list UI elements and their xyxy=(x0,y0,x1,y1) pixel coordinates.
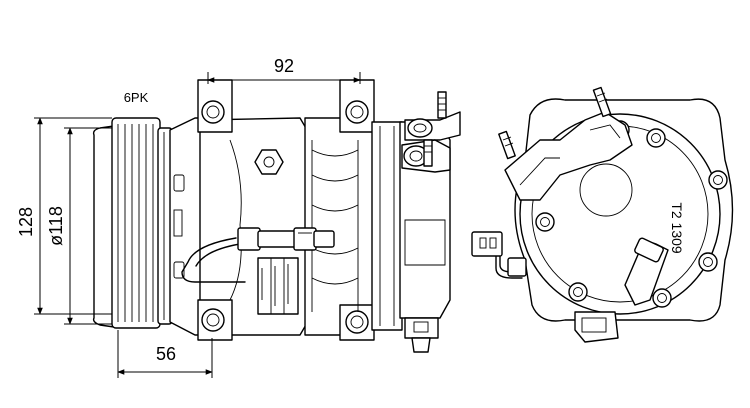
rear-bolt-center xyxy=(713,175,723,185)
rear-bolt-icon xyxy=(708,170,728,190)
rear-view xyxy=(471,86,734,343)
rear-bolt-icon xyxy=(698,252,718,272)
rear-bolt-center xyxy=(651,133,661,143)
clutch-connector xyxy=(181,227,335,283)
plate-code-label: T2 1309 xyxy=(669,202,685,254)
pulley-grooves xyxy=(117,124,154,322)
rear-bolt-center xyxy=(657,293,667,303)
rear-bolt-center xyxy=(540,217,550,227)
rear-bolt-center xyxy=(573,287,583,297)
label-plate xyxy=(257,257,299,315)
rear-bolt-icon xyxy=(652,288,672,308)
pulley xyxy=(92,117,173,329)
rear-bolt-icon xyxy=(646,128,666,148)
dimension-pulley-label: ø118 xyxy=(46,206,66,246)
rear-bolt-icon xyxy=(535,212,555,232)
cylinder-block xyxy=(304,79,381,341)
side-view xyxy=(92,79,461,353)
dimension-width-label: 92 xyxy=(274,56,294,76)
dimensions: 92 6PK 128 ø118 56 T2 1309 xyxy=(16,56,685,378)
rear-bolt-center xyxy=(703,257,713,267)
dimension-height-label: 128 xyxy=(16,207,36,237)
dimension-depth-label: 56 xyxy=(156,344,176,364)
top-fittings xyxy=(401,91,461,173)
rear-bolt-icon xyxy=(568,282,588,302)
belt-label: 6PK xyxy=(124,90,149,105)
